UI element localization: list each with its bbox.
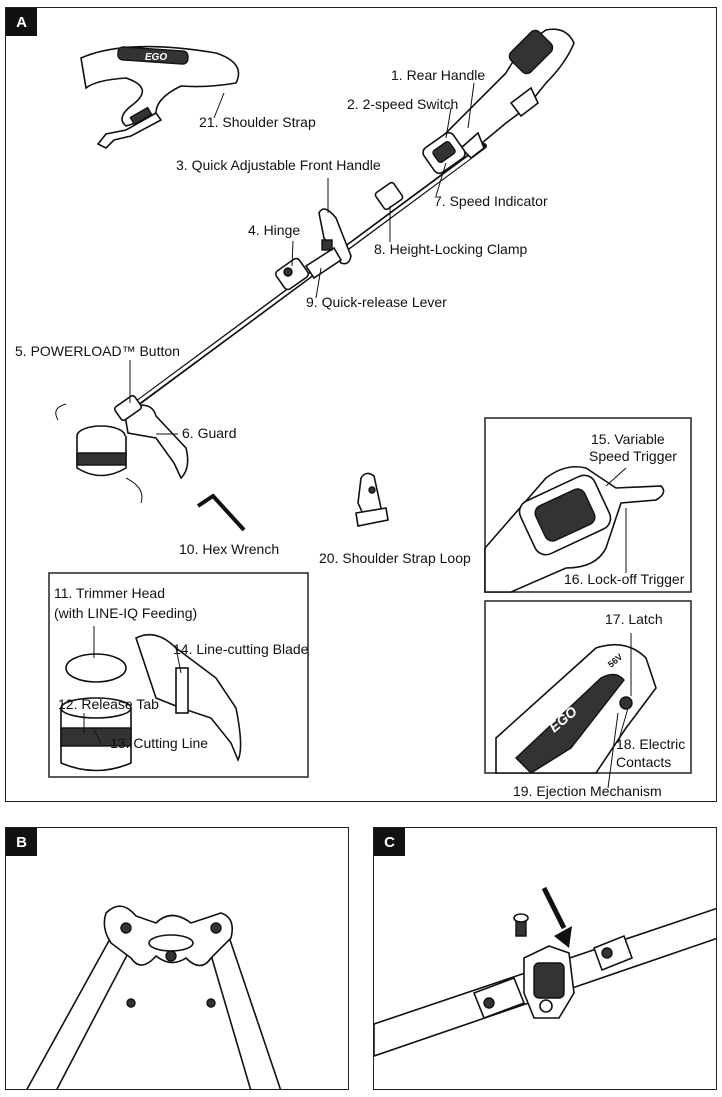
label-electric-contacts-sub: Contacts [616, 754, 671, 770]
trimmer-head-drawing [55, 394, 189, 504]
label-ejection: 19. Ejection Mechanism [513, 783, 662, 799]
strap-logo: EGO [145, 52, 167, 63]
hinge-folded-diagram [26, 905, 282, 1089]
strap-loop-install-diagram [374, 886, 716, 1057]
front-handle-drawing [304, 208, 352, 280]
rear-handle-drawing [434, 28, 575, 160]
label-speed-indicator: 7. Speed Indicator [434, 193, 548, 209]
panel-c: C [373, 827, 717, 1090]
label-hinge: 4. Hinge [248, 222, 300, 238]
label-cutting-line: 13. Cutting Line [110, 735, 208, 751]
label-variable-trigger: 15. Variable [591, 431, 665, 447]
trimmer-diagram: EGO 21. Shoulder Strap [15, 28, 692, 799]
label-shoulder-strap: 21. Shoulder Strap [199, 114, 316, 130]
shoulder-strap-drawing: EGO [80, 45, 240, 149]
label-trimmer-head-sub: (with LINE-IQ Feeding) [54, 605, 197, 621]
panel-c-tag: C [374, 828, 405, 856]
panel-b: B [5, 827, 349, 1090]
label-strap-loop: 20. Shoulder Strap Loop [319, 550, 471, 566]
label-guard: 6. Guard [182, 425, 236, 441]
panel-a: A EGO 21. Shoulder Strap [5, 7, 717, 802]
hinge-drawing [274, 257, 310, 291]
inset-trimmer-head: 11. Trimmer Head (with LINE-IQ Feeding) … [48, 572, 309, 778]
inset-battery: EGO 56V 17. Latch 18. Electric Contacts [484, 600, 692, 789]
label-powerload: 5. POWERLOAD™ Button [15, 343, 180, 359]
label-latch: 17. Latch [605, 611, 663, 627]
label-trimmer-head: 11. Trimmer Head [54, 585, 165, 601]
label-variable-trigger-sub: Speed Trigger [589, 448, 677, 464]
hex-wrench-drawing [196, 494, 246, 532]
label-speed-switch: 2. 2-speed Switch [347, 96, 458, 112]
label-electric-contacts: 18. Electric [616, 736, 685, 752]
label-height-clamp: 8. Height-Locking Clamp [374, 241, 528, 257]
label-front-handle: 3. Quick Adjustable Front Handle [176, 157, 381, 173]
panel-b-tag: B [6, 828, 37, 856]
inset-trigger: 15. Variable Speed Trigger 16. Lock-off … [484, 417, 692, 593]
height-clamp-drawing [374, 181, 404, 211]
label-blade: 14. Line-cutting Blade [173, 641, 309, 657]
strap-loop-drawing [355, 472, 389, 527]
label-lockoff-trigger: 16. Lock-off Trigger [564, 571, 685, 587]
label-release-tab: 12. Release Tab [58, 696, 159, 712]
label-hex-wrench: 10. Hex Wrench [179, 541, 279, 557]
label-qr-lever: 9. Quick-release Lever [306, 294, 447, 310]
speed-switch-drawing [422, 131, 466, 175]
label-rear-handle: 1. Rear Handle [391, 67, 485, 83]
panel-a-tag: A [6, 8, 37, 36]
